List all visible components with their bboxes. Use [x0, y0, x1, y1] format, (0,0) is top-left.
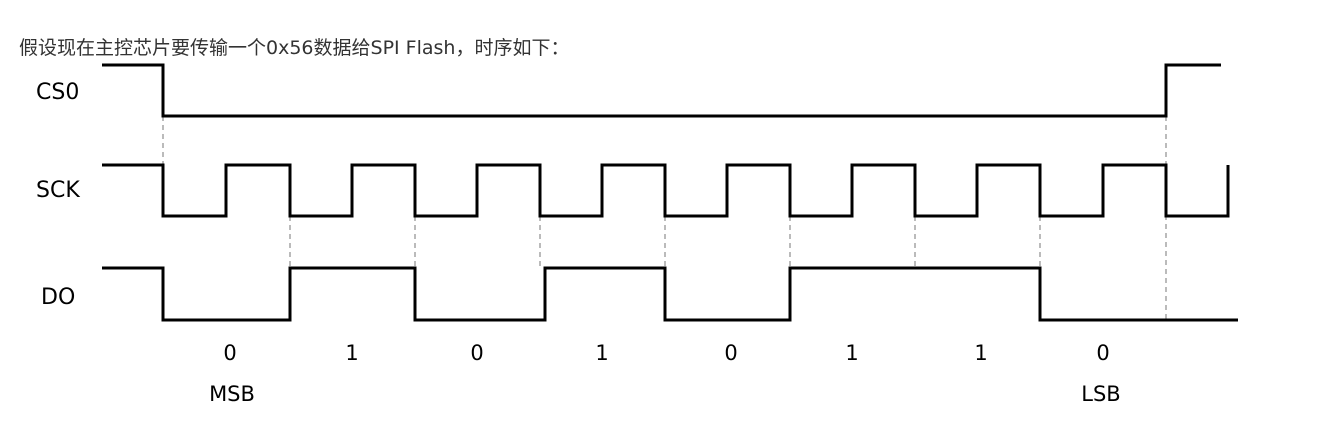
signal-label-cs0: CS0: [36, 80, 79, 105]
signal-label-do: DO: [41, 285, 75, 310]
bit-label: 1: [595, 341, 608, 365]
bit-label: 0: [470, 341, 483, 365]
cs0-waveform: [102, 63, 1221, 118]
bit-label: 0: [724, 341, 737, 365]
bit-labels: 0 1 0 1 0 1 1 0: [223, 341, 1109, 365]
bit-label: 1: [974, 341, 987, 365]
do-waveform: [102, 266, 1238, 322]
sck-waveform: [102, 163, 1230, 218]
bit-label: 1: [845, 341, 858, 365]
bit-label: 0: [1096, 341, 1109, 365]
bit-label: 0: [223, 341, 236, 365]
msb-label: MSB: [209, 382, 255, 406]
bit-label: 1: [345, 341, 358, 365]
signal-label-sck: SCK: [36, 178, 80, 203]
diagram-caption: 假设现在主控芯片要传输一个0x56数据给SPI Flash，时序如下：: [19, 37, 570, 59]
lsb-label: LSB: [1081, 382, 1120, 406]
